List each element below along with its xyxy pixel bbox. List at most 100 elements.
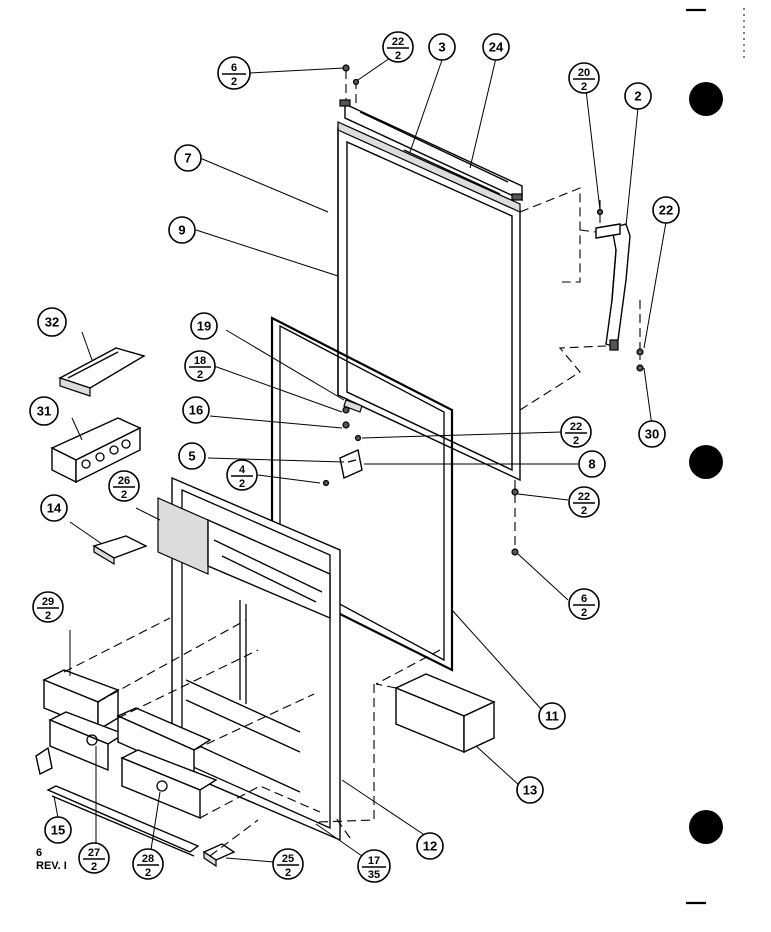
door-gasket [270,316,454,672]
callout-circle [357,849,391,883]
callout-circle [178,442,206,470]
callout-circle [652,196,680,224]
callout-part-number: 22 [392,36,404,48]
callout-7: 7 [174,144,202,172]
callout-circle [568,62,600,94]
callout-quantity: 2 [581,607,587,619]
callout-circle [568,588,600,620]
callout-circle [638,420,666,448]
callout-20: 202 [568,62,600,94]
callout-part-number: 13 [523,783,537,798]
leader-lines [53,57,667,863]
callout-part-number: 9 [178,223,185,238]
callout-19: 19 [190,312,218,340]
shelf-bracket-left [35,746,53,776]
callout-quantity: 2 [197,369,203,381]
shelf-clip [202,843,236,868]
callout-quantity: 35 [368,869,380,881]
callout-32: 32 [37,307,67,337]
callout-quantity: 2 [285,867,291,879]
callout-9: 9 [168,216,196,244]
callout-circle [516,776,544,804]
callout-part-number: 6 [231,62,237,74]
callout-quantity: 2 [395,50,401,62]
callout-22: 222 [568,486,600,518]
callout-circle [624,82,652,110]
callout-22: 222 [382,31,414,63]
callout-circle [44,816,72,844]
hinge-path-lower [519,345,607,411]
dairy-bin [50,417,142,484]
callout-part-number: 27 [88,847,100,859]
callout-14: 14 [40,494,68,522]
callout-part-number: 30 [645,427,659,442]
callout-circle [174,144,202,172]
callout-circle [217,56,251,90]
outer-door-panel [337,99,523,482]
inner-door-liner [157,476,341,842]
revision-code: 6 [36,847,42,859]
registration-dot-bottom [689,810,723,844]
callout-circle [37,307,67,337]
shelf-retainer-bar [46,785,200,857]
callout-circle [578,450,606,478]
callout-6: 62 [568,588,600,620]
callout-part-number: 29 [42,596,54,608]
egg-tray [92,535,148,566]
callout-part-number: 22 [578,491,590,503]
callout-quantity: 2 [45,610,51,622]
callout-part-number: 22 [659,203,673,218]
callout-circle [29,396,59,426]
callout-quantity: 2 [121,489,127,501]
callout-circle [40,494,68,522]
callout-circle [538,702,566,730]
callout-5: 5 [178,442,206,470]
callout-part-number: 12 [423,839,437,854]
callout-26: 262 [108,470,140,502]
callout-part-number: 28 [142,853,154,865]
callout-24: 24 [482,33,510,61]
revision-label: REV. I [36,860,67,872]
callout-circle [190,312,218,340]
callout-circle [226,459,258,491]
callout-part-number: 7 [184,151,191,166]
callout-part-number: 31 [37,404,51,419]
callout-part-number: 24 [489,40,504,55]
callout-part-number: 6 [581,593,587,605]
callout-quantity: 2 [239,478,245,490]
callout-28: 282 [132,848,164,880]
bottom-shelf [394,673,496,754]
callout-circle [108,470,140,502]
callout-quantity: 2 [581,505,587,517]
callout-quantity: 2 [91,861,97,873]
callout-circle [560,416,592,448]
callout-circle [132,848,164,880]
callout-3: 3 [428,33,456,61]
callout-part-number: 16 [189,403,203,418]
callout-13: 13 [516,776,544,804]
callout-part-number: 2 [634,89,641,104]
callout-circle [416,832,444,860]
callout-circle [382,31,414,63]
latch-assembly [339,399,363,479]
callout-quantity: 2 [231,76,237,88]
callout-11: 11 [538,702,566,730]
callout-part-number: 17 [368,855,380,867]
door-shelf-middle-right [116,707,212,778]
callout-27: 272 [78,842,110,874]
callout-quantity: 2 [573,435,579,447]
callout-22: 222 [560,416,592,448]
callout-circle [168,216,196,244]
callout-part-number: 15 [51,823,65,838]
dairy-door [58,347,146,397]
callout-12: 12 [416,832,444,860]
callout-circle [272,848,304,880]
callout-6: 62 [217,56,251,90]
callout-part-number: 20 [578,67,590,79]
callout-part-number: 26 [118,475,130,487]
callout-part-number: 18 [194,355,206,367]
callout-8: 8 [578,450,606,478]
shelf-assembly-paths [63,617,441,857]
callout-circle [184,350,216,382]
